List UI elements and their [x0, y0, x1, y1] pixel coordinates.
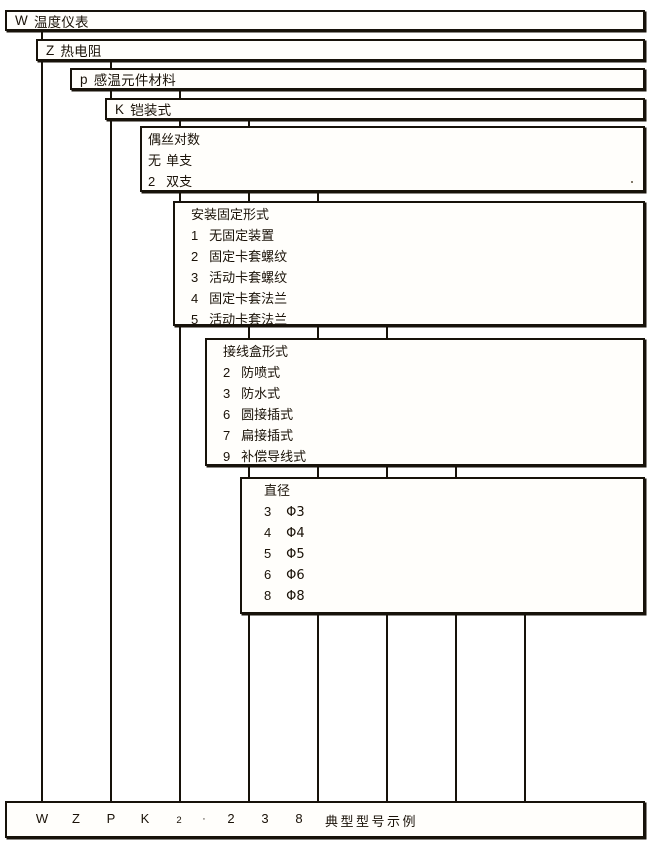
group-box-junction: 接线盒形式 2 防喷式 3 防水式 6 圆接插式 7 扁接插式 9 补偿导线式: [205, 338, 645, 466]
level-label-p: 感温元件材料: [93, 73, 176, 89]
level-label-k: 铠装式: [130, 103, 172, 119]
group-option: 4 Φ4: [264, 523, 643, 544]
group-box-mount: 安装固定形式 1 无固定装置 2 固定卡套螺纹 3 活动卡套螺纹 4 固定卡套法…: [173, 201, 645, 328]
group-box-pairs: 偶丝对数 无 单支 2 双支: [140, 126, 645, 192]
group-option: 2 防喷式: [223, 363, 643, 384]
level-code-k: K: [115, 101, 125, 117]
level-box-w: W 温度仪表: [5, 10, 645, 31]
option-value: Φ3: [286, 505, 305, 520]
option-key: 4: [191, 291, 199, 306]
option-value: Φ6: [286, 568, 305, 583]
option-value: 固定卡套螺纹: [209, 250, 288, 265]
group-option: 无 单支: [148, 151, 643, 172]
legend-char-z: Z: [72, 811, 80, 826]
option-key: 4: [264, 525, 272, 540]
level-box-p: p 感温元件材料: [70, 68, 645, 90]
option-key: 8: [264, 588, 272, 603]
option-key: 1: [191, 228, 199, 243]
group-title-diameter: 直径: [264, 484, 291, 499]
option-key: 6: [264, 567, 272, 582]
option-value: 无固定装置: [209, 229, 275, 244]
group-option: 8 Φ8: [264, 586, 643, 607]
legend-char-w: W: [35, 811, 49, 826]
group-option: 3 Φ3: [264, 502, 643, 523]
group-option: 5 活动卡套法兰: [191, 310, 643, 331]
group-option: 2 固定卡套螺纹: [191, 247, 643, 268]
group-option: 1 无固定装置: [191, 226, 643, 247]
dropper-line-junction: [455, 466, 457, 801]
option-key: 5: [191, 312, 199, 327]
option-key: 3: [191, 270, 199, 285]
option-value: 固定卡套法兰: [209, 292, 288, 307]
dropper-line-diameter: [524, 614, 526, 801]
group-title-junction: 接线盒形式: [223, 345, 289, 360]
legend-caption: 典型型号示例: [325, 815, 419, 830]
group-option: 9 补偿导线式: [223, 447, 643, 468]
group-option: 6 Φ6: [264, 565, 643, 586]
option-key: 无: [148, 153, 162, 168]
option-key: 3: [223, 386, 231, 401]
option-value: 防喷式: [241, 366, 281, 381]
option-value: 活动卡套螺纹: [209, 271, 288, 286]
group-option: 2 双支: [148, 172, 643, 193]
level-box-k: K 铠装式: [105, 98, 645, 120]
group-option: 3 防水式: [223, 384, 643, 405]
legend-char-k: K: [140, 811, 150, 826]
legend-char-p: P: [106, 811, 116, 826]
group-option: 7 扁接插式: [223, 426, 643, 447]
legend-char-pairs: 2: [176, 815, 182, 826]
option-value: Φ5: [286, 547, 305, 562]
group-option: 6 圆接插式: [223, 405, 643, 426]
group-box-diameter: 直径 3 Φ3 4 Φ4 5 Φ5 6 Φ6 8 Φ8: [240, 477, 645, 614]
option-value: Φ4: [286, 526, 305, 541]
level-label-w: 温度仪表: [33, 14, 89, 31]
option-value: 双支: [166, 175, 193, 190]
level-code-w: W: [15, 13, 28, 28]
option-key: 7: [223, 428, 231, 443]
option-value: 圆接插式: [241, 408, 294, 423]
dropper-line-p: [179, 90, 181, 801]
level-code-z: Z: [46, 42, 55, 58]
group-title-mount: 安装固定形式: [191, 208, 270, 223]
level-box-z: Z 热电阻: [36, 39, 645, 61]
option-value: Φ8: [286, 589, 305, 604]
option-value: 补偿导线式: [241, 450, 307, 465]
legend-char-dot: ·: [202, 813, 206, 825]
option-key: 3: [264, 504, 272, 519]
option-key: 9: [223, 449, 231, 464]
option-key: 2: [223, 365, 231, 380]
group-option: 3 活动卡套螺纹: [191, 268, 643, 289]
level-code-p: p: [80, 71, 88, 87]
legend-char-mount: 2: [227, 811, 235, 826]
option-key: 5: [264, 546, 272, 561]
legend-char-junction: 3: [261, 811, 269, 826]
option-value: 扁接插式: [241, 429, 294, 444]
group-option: 5 Φ5: [264, 544, 643, 565]
option-value: 活动卡套法兰: [209, 313, 288, 328]
scan-artifact: [631, 181, 633, 183]
option-key: 2: [148, 174, 156, 189]
option-key: 2: [191, 249, 199, 264]
option-key: 6: [223, 407, 231, 422]
legend-row: W Z P K 2 · 2 3 8 典型型号示例: [5, 801, 645, 838]
legend-char-diameter: 8: [295, 811, 303, 826]
dropper-line-w: [41, 30, 43, 801]
group-title-pairs: 偶丝对数: [148, 133, 201, 148]
option-value: 单支: [166, 154, 193, 169]
level-label-z: 热电阻: [60, 44, 102, 60]
group-option: 4 固定卡套法兰: [191, 289, 643, 310]
option-value: 防水式: [241, 387, 281, 402]
dropper-line-z: [110, 60, 112, 801]
